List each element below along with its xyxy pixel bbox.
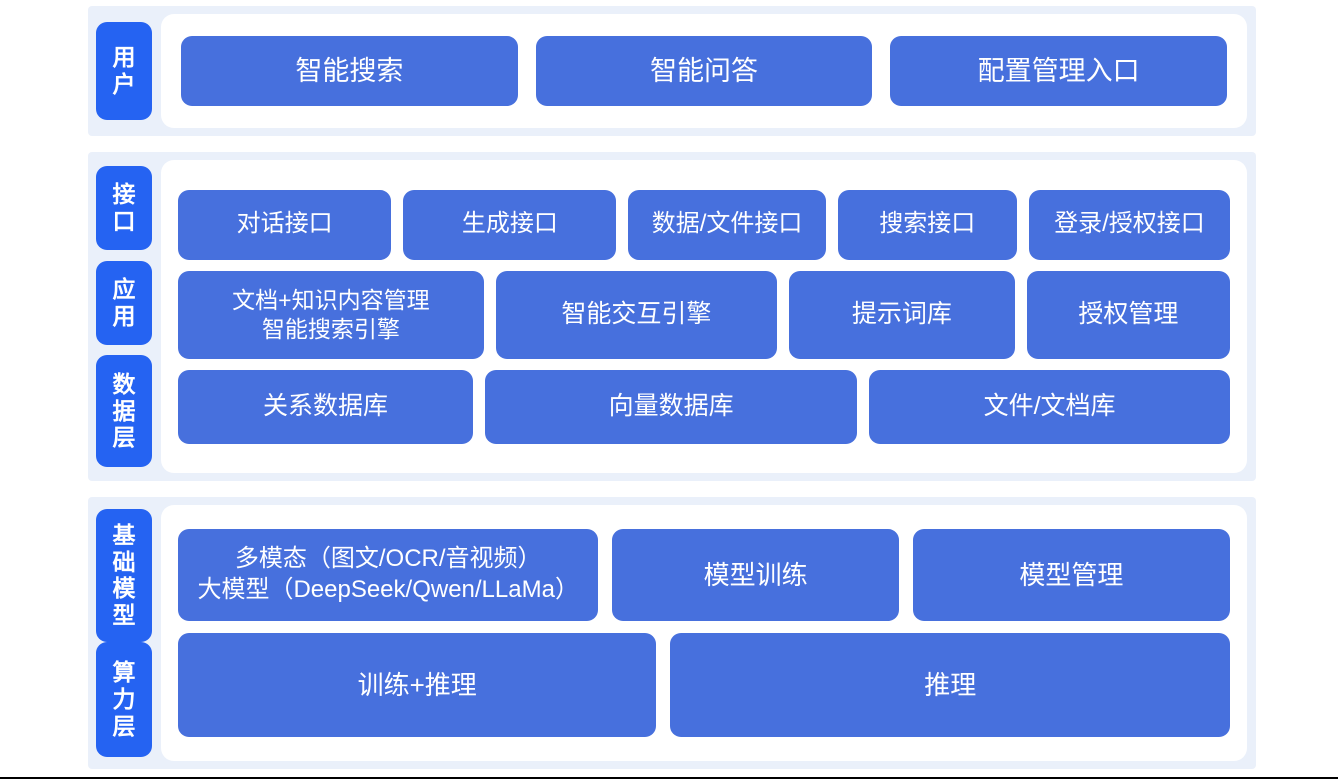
box-model-training[interactable]: 模型训练 (612, 529, 899, 621)
layer-tab-user[interactable]: 用 户 (96, 22, 152, 120)
layer-tab-data-char-1: 据 (112, 397, 136, 424)
box-inference[interactable]: 推理 (670, 633, 1230, 737)
section-interface-application-data: 接 口 应 用 数 据 层 对话接口 生成接口 数据/文件接口 搜索接口 登录/… (88, 152, 1256, 481)
bottom-divider (0, 777, 1338, 779)
layer-tab-data-char-0: 数 (112, 370, 136, 397)
box-prompt-library[interactable]: 提示词库 (789, 270, 1015, 359)
box-doc-knowledge-management-search-engine[interactable]: 文档+知识内容管理 智能搜索引擎 (178, 270, 484, 359)
layer-tab-compute-char-2: 层 (112, 712, 136, 739)
card-user: 智能搜索 智能问答 配置管理入口 (161, 14, 1247, 128)
layer-tab-application[interactable]: 应 用 (96, 260, 152, 345)
layer-tab-base-model-char-1: 础 (112, 548, 136, 575)
card-mid: 对话接口 生成接口 数据/文件接口 搜索接口 登录/授权接口 文档+知识内容管理… (161, 160, 1247, 473)
layer-tab-application-char-0: 应 (112, 275, 136, 302)
box-training-plus-inference[interactable]: 训练+推理 (178, 633, 657, 737)
box-smart-search[interactable]: 智能搜索 (181, 36, 518, 106)
layer-tab-data-char-2: 层 (112, 424, 136, 451)
box-generation-interface[interactable]: 生成接口 (403, 189, 617, 260)
layer-tab-base-model-char-3: 型 (112, 602, 136, 629)
box-search-interface[interactable]: 搜索接口 (837, 189, 1017, 260)
row-user-entries: 智能搜索 智能问答 配置管理入口 (181, 36, 1228, 106)
label-rail-mid: 接 口 应 用 数 据 层 (96, 160, 152, 473)
layer-tab-base-model[interactable]: 基 础 模 型 (96, 509, 152, 642)
row-compute: 训练+推理 推理 (178, 633, 1230, 737)
layer-tab-base-model-char-0: 基 (112, 522, 136, 549)
box-smart-interaction-engine[interactable]: 智能交互引擎 (495, 270, 778, 359)
layer-tab-user-char-0: 用 (112, 44, 136, 71)
layer-tab-interface[interactable]: 接 口 (96, 166, 152, 250)
layer-tab-interface-char-1: 口 (112, 208, 136, 234)
layer-tab-compute-char-1: 力 (112, 686, 136, 713)
label-rail-base: 基 础 模 型 算 力 层 (96, 505, 152, 761)
row-data: 关系数据库 向量数据库 文件/文档库 (178, 369, 1230, 444)
box-multimodal-large-model[interactable]: 多模态（图文/OCR/音视频） 大模型（DeepSeek/Qwen/LLaMa） (178, 529, 599, 621)
section-user: 用 户 智能搜索 智能问答 配置管理入口 (88, 6, 1256, 136)
row-base-model: 多模态（图文/OCR/音视频） 大模型（DeepSeek/Qwen/LLaMa）… (178, 529, 1230, 621)
label-rail-user: 用 户 (96, 14, 152, 128)
box-smart-qa[interactable]: 智能问答 (535, 36, 873, 106)
card-base: 多模态（图文/OCR/音视频） 大模型（DeepSeek/Qwen/LLaMa）… (161, 505, 1247, 761)
box-relational-database[interactable]: 关系数据库 (178, 369, 473, 444)
row-application: 文档+知识内容管理 智能搜索引擎 智能交互引擎 提示词库 授权管理 (178, 270, 1231, 359)
layer-tab-data[interactable]: 数 据 层 (96, 355, 152, 467)
box-authorization-management[interactable]: 授权管理 (1026, 270, 1231, 359)
box-login-auth-interface[interactable]: 登录/授权接口 (1028, 189, 1231, 260)
box-config-management-entry[interactable]: 配置管理入口 (890, 36, 1228, 106)
section-base-model-compute: 基 础 模 型 算 力 层 多模态（图文/OCR/音视频） 大模型（DeepSe… (88, 497, 1256, 769)
layer-tab-compute[interactable]: 算 力 层 (96, 641, 152, 757)
box-dialog-interface[interactable]: 对话接口 (178, 189, 392, 260)
layer-tab-base-model-char-2: 模 (112, 575, 136, 602)
layer-tab-user-char-1: 户 (112, 71, 136, 97)
row-interface: 对话接口 生成接口 数据/文件接口 搜索接口 登录/授权接口 (178, 189, 1231, 260)
box-data-file-interface[interactable]: 数据/文件接口 (628, 189, 826, 260)
layer-tab-application-char-1: 用 (112, 302, 136, 329)
box-vector-database[interactable]: 向量数据库 (484, 369, 858, 444)
layer-tab-interface-char-0: 接 (112, 181, 136, 208)
layer-tab-compute-char-0: 算 (112, 659, 136, 686)
box-model-management[interactable]: 模型管理 (912, 529, 1230, 621)
box-file-document-store[interactable]: 文件/文档库 (869, 369, 1230, 444)
